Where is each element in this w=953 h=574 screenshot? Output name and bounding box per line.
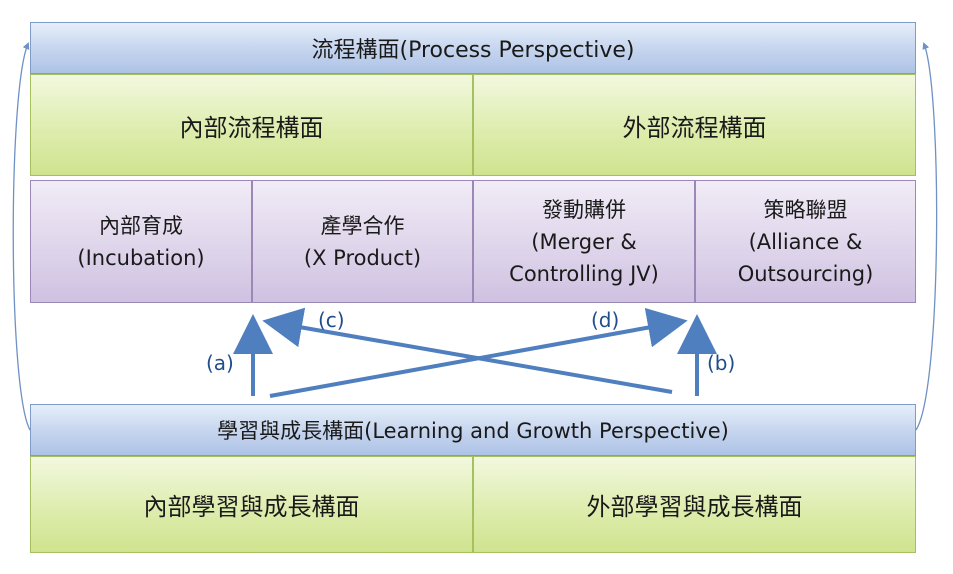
internal-learning-label: 內部學習與成長構面 — [143, 493, 360, 521]
incubation-subtitle: (Incubation) — [77, 245, 205, 270]
internal-learning-box: 內部學習與成長構面 — [30, 456, 473, 553]
merger-cell: 發動購併 (Merger & Controlling JV) — [473, 180, 695, 303]
alliance-cell: 策略聯盟 (Alliance & Outsourcing) — [695, 180, 916, 303]
internal-process-label: 內部流程構面 — [179, 113, 324, 142]
external-learning-box: 外部學習與成長構面 — [473, 456, 916, 553]
process-perspective-title: 流程構面(Process Perspective) — [311, 38, 635, 63]
alliance-title: 策略聯盟 — [763, 197, 848, 222]
external-learning-label: 外部學習與成長構面 — [586, 493, 803, 521]
arrow-c-label: (c) — [318, 308, 345, 332]
external-process-box: 外部流程構面 — [473, 74, 916, 176]
x-product-cell: 產學合作 (X Product) — [252, 180, 473, 303]
merger-subtitle-2: Controlling JV) — [509, 261, 659, 286]
arrow-d-label: (d) — [591, 308, 620, 332]
x-product-subtitle: (X Product) — [303, 245, 422, 270]
process-perspective-header: 流程構面(Process Perspective) — [30, 22, 916, 74]
internal-process-box: 內部流程構面 — [30, 74, 473, 176]
incubation-title: 內部育成 — [98, 213, 183, 238]
merger-title: 發動購併 — [542, 197, 626, 222]
alliance-subtitle-2: Outsourcing) — [737, 261, 874, 286]
merger-subtitle-1: (Merger & — [531, 229, 637, 254]
arrow-b-label: (b) — [707, 351, 736, 375]
external-process-label: 外部流程構面 — [622, 113, 767, 142]
learning-perspective-header: 學習與成長構面(Learning and Growth Perspective) — [30, 404, 916, 456]
left-loop-arrow — [12, 42, 31, 431]
arrow-d — [269, 307, 688, 398]
alliance-subtitle-1: (Alliance & — [748, 229, 863, 254]
incubation-cell: 內部育成 (Incubation) — [30, 180, 252, 303]
learning-perspective-title: 學習與成長構面(Learning and Growth Perspective) — [217, 419, 729, 443]
arrow-a-label: (a) — [206, 351, 234, 375]
x-product-title: 產學合作 — [320, 213, 405, 238]
right-loop-arrow — [915, 42, 938, 431]
